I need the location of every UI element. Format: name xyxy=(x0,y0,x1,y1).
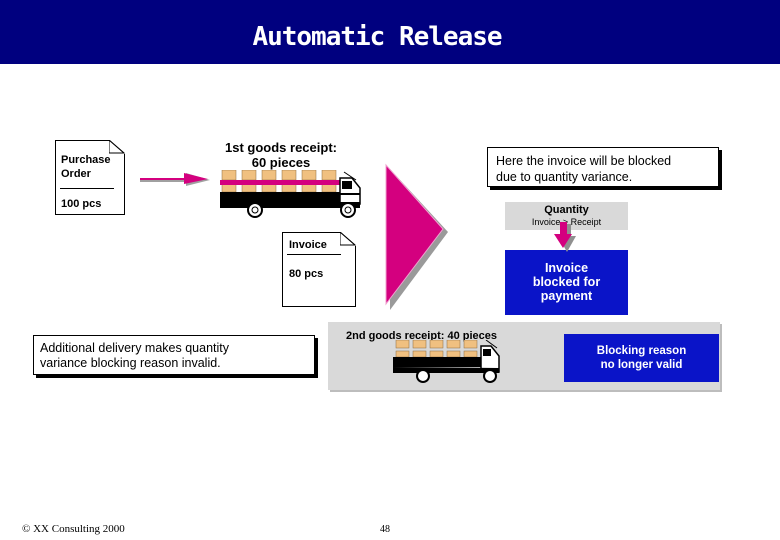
page-number: 48 xyxy=(380,524,390,535)
po-label-line2: Order xyxy=(61,168,91,180)
blocking-reason-invalid-box: Blocking reason no longer valid xyxy=(564,334,719,382)
goods-receipt-1-label: 1st goods receipt: 60 pieces xyxy=(206,140,356,170)
flow-arrow-icon xyxy=(140,173,210,186)
page-fold-icon xyxy=(109,140,125,154)
process-arrow-triangle-icon xyxy=(385,163,448,310)
note2-line2: variance blocking reason invalid. xyxy=(40,356,221,370)
quantity-check-title: Quantity xyxy=(544,204,589,216)
purchase-order-document: Purchase Order 100 pcs xyxy=(55,140,125,215)
page-title: Automatic Release xyxy=(252,22,502,52)
note1-line2: due to quantity variance. xyxy=(496,170,633,184)
page-fold-icon xyxy=(340,232,356,246)
invoice-document: Invoice 80 pcs xyxy=(282,232,356,307)
truck-icon xyxy=(393,340,500,383)
divider xyxy=(60,188,114,189)
invoice-quantity: 80 pcs xyxy=(289,268,324,280)
copyright-footer: © XX Consulting 2000 xyxy=(22,523,125,535)
truck-icon xyxy=(220,170,361,218)
purchase-order-label: Purchase Order xyxy=(61,153,111,181)
blocked-line1: Invoice xyxy=(544,261,589,275)
blocked-line3: payment xyxy=(540,289,593,303)
blocked-line2: blocked for xyxy=(532,275,601,289)
invoice-blocked-box: Invoice blocked for payment xyxy=(505,250,628,315)
goods-receipt-2-label: 2nd goods receipt: 40 pieces xyxy=(346,330,497,342)
purchase-order-quantity: 100 pcs xyxy=(61,198,102,210)
note2-line1: Additional delivery makes quantity xyxy=(40,341,229,355)
down-arrow-icon xyxy=(554,222,576,252)
invoice-label: Invoice xyxy=(289,239,327,251)
reason-line1: Blocking reason xyxy=(596,345,687,357)
note1-line1: Here the invoice will be blocked xyxy=(496,154,672,168)
title-bar: Automatic Release xyxy=(0,0,780,64)
blocked-explanation-note: Here the invoice will be blocked due to … xyxy=(487,147,719,187)
gr1-line1: 1st goods receipt: xyxy=(225,140,337,155)
reason-line2: no longer valid xyxy=(600,359,683,371)
additional-delivery-note: Additional delivery makes quantity varia… xyxy=(33,335,315,375)
gr1-line2: 60 pieces xyxy=(251,155,311,170)
po-label-line1: Purchase xyxy=(61,154,111,166)
divider xyxy=(287,254,341,255)
